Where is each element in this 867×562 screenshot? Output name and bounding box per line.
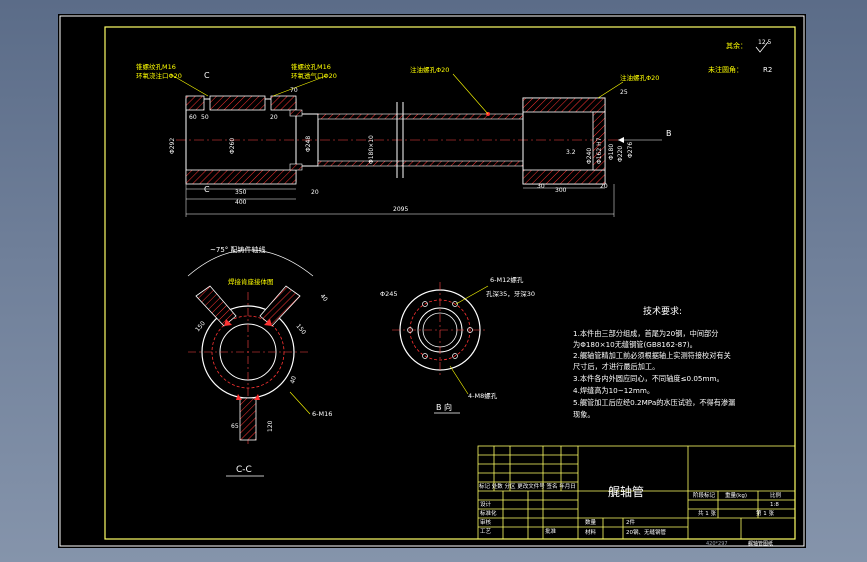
tb-scale-label: 比例 <box>770 491 782 499</box>
dim-292: Φ292 <box>169 138 176 154</box>
dim-20a: 20 <box>270 114 278 121</box>
tech-line: 尺寸后，才进行最后加工。 <box>573 362 659 371</box>
dim-cc-65: 65 <box>231 423 239 430</box>
cc-holes: 6-M16 <box>312 410 332 418</box>
rust-label: 未注圆角： <box>708 65 743 74</box>
b-holes-note: 6-M12螺孔 <box>490 275 524 284</box>
dim-cc-150b: 150 <box>294 323 307 336</box>
tech-line: 5.艉管加工后应经0.2MPa的水压试验，不得有渗漏 <box>573 398 735 407</box>
dim-220: Φ220 <box>617 146 624 162</box>
dim-60: 60 <box>189 114 197 121</box>
tb-header-markings: 标记 处数 分区 更改文件号 签名 年月日 <box>479 482 576 490</box>
callout-oil-top: 注油螺孔Φ20 <box>410 65 449 74</box>
dim-350: 350 <box>235 189 247 196</box>
tech-line: 1.本件由三部分组成，首尾为20钢，中间部分 <box>573 329 718 338</box>
tech-heading: 技术要求: <box>643 305 682 317</box>
tb-row-standard: 标准化 <box>480 509 497 517</box>
dim-20b: 20 <box>600 183 608 190</box>
tb-row-approve: 批准 <box>545 527 557 535</box>
tb-material-note: 20钢、无缝钢管 <box>626 528 666 536</box>
arc-note: ~75° 配铸件轴线 <box>210 245 266 254</box>
tb-scale: 1:8 <box>770 502 779 508</box>
b-phi: Φ245 <box>380 290 398 298</box>
tech-requirements-list: 1.本件由三部分组成，首尾为20钢，中间部分 为Φ180×10无缝钢管(GB81… <box>573 329 735 419</box>
dim-240: Φ240 <box>586 148 593 164</box>
section-cc-view <box>187 249 314 444</box>
callout-vent-mid: 环氧透气口Φ20 <box>291 71 337 80</box>
tech-line: 为Φ180×10无缝钢管(GB8162-87)。 <box>573 340 697 349</box>
tb-material-label: 材料 <box>585 528 597 536</box>
tb-row-process: 工艺 <box>480 528 492 535</box>
section-c-bottom: C <box>204 185 210 194</box>
callout-thread-left-note: 环氧浇注口Φ20 <box>136 71 182 80</box>
roughness-32: 3.2 <box>566 149 576 156</box>
tech-line: 2.艉轴管精加工前必须根据轴上实测符接校对有关 <box>573 351 731 360</box>
cad-drawing: 其余： 12.5 未注圆角： R2 锥螺纹孔M16 环氧浇注口Φ20 锥 <box>59 15 805 547</box>
dim-180x10: Φ180×10 <box>368 135 375 164</box>
dim-276: Φ276 <box>627 142 634 158</box>
inner-frame <box>104 26 796 540</box>
dim-400: 400 <box>235 199 247 206</box>
roughness-all: 12.5 <box>758 39 772 46</box>
tb-row-design: 设计 <box>480 500 492 508</box>
dim-cc-40: 40 <box>318 293 328 303</box>
dim-25: 25 <box>620 89 628 96</box>
b-holes-depth: 孔深35，牙深30 <box>486 289 535 298</box>
dim-248: Φ248 <box>305 136 312 152</box>
tb-sheet-no: 第 1 张 <box>756 509 774 517</box>
footer-size: 420*297 <box>706 541 728 547</box>
dim-2095: 2095 <box>393 206 408 213</box>
tb-weight-label: 重量(kg) <box>725 491 747 499</box>
tb-quantity: 2件 <box>626 518 635 526</box>
title-block <box>477 445 796 540</box>
tb-row-check: 审核 <box>480 518 492 526</box>
callout-oil-right: 注油螺孔Φ20 <box>620 73 659 82</box>
b-extra: 4-M8螺孔 <box>468 391 498 400</box>
dim-162h7: Φ162 H7 <box>596 137 603 164</box>
tb-part-name: 艉轴管 <box>608 484 644 499</box>
dim-180r: Φ180 <box>608 144 615 160</box>
drawing-sheet: 其余： 12.5 未注圆角： R2 锥螺纹孔M16 环氧浇注口Φ20 锥 <box>58 14 806 548</box>
tech-line: 现象。 <box>573 410 595 419</box>
section-c-top: C <box>204 71 210 80</box>
section-b: B <box>666 129 672 138</box>
tb-sheets-total: 共 1 张 <box>698 509 716 517</box>
tech-line: 4.焊缝高为10~12mm。 <box>573 386 654 395</box>
dim-cc-120: 120 <box>267 420 274 432</box>
footer-note: 艉轴管图纸 <box>748 540 773 547</box>
dim-cc-150a: 150 <box>194 320 207 333</box>
dim-260: Φ260 <box>229 138 236 154</box>
fillet-value: R2 <box>763 66 772 74</box>
dim-30: 30 <box>537 183 545 190</box>
tb-stage-label: 阶段标记 <box>693 491 716 499</box>
shaft-tube-view <box>176 95 618 185</box>
dim-cc-40b: 40 <box>289 375 298 384</box>
callout-thread-mid: 锥螺纹孔M16 <box>291 62 331 71</box>
roughness-symbol-icon <box>755 41 769 53</box>
weld-note: 焊接肯座接体图 <box>228 277 274 286</box>
tb-quantity-label: 数量 <box>585 518 597 526</box>
cc-label: C-C <box>236 465 252 475</box>
callout-thread-left: 锥螺纹孔M16 <box>136 62 176 71</box>
view-b <box>392 282 488 378</box>
outer-frame <box>59 15 805 547</box>
dim-20c: 20 <box>311 189 319 196</box>
dim-70: 70 <box>290 87 298 94</box>
other-label: 其余： <box>726 41 747 50</box>
tech-line: 3.本件各内外圆应同心，不同轴度≤0.05mm。 <box>573 374 724 383</box>
dim-50: 50 <box>201 114 209 121</box>
dim-300: 300 <box>555 187 567 194</box>
b-label: B 向 <box>436 402 452 412</box>
